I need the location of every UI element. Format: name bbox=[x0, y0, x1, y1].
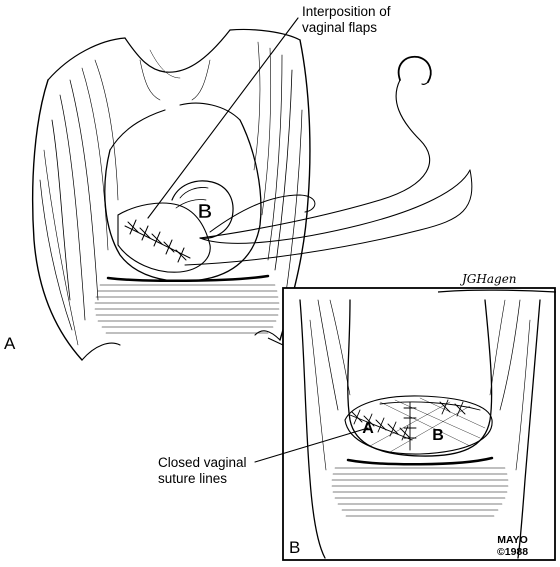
credit-year: ©1988 bbox=[497, 546, 529, 558]
credit-mayo: MAYO bbox=[497, 534, 528, 546]
panel-a-drawing bbox=[31, 17, 473, 361]
label-closed-suture: Closed vaginal suture lines bbox=[158, 455, 247, 487]
artist-signature: JGHagen bbox=[462, 272, 517, 286]
panel-b-drawing bbox=[254, 299, 541, 559]
flap-letters: B A B bbox=[198, 201, 444, 444]
label-interposition: Interposition of vaginal flaps bbox=[302, 4, 391, 36]
label-interposition-line2: vaginal flaps bbox=[302, 20, 378, 35]
label-interposition-line1: Interposition of bbox=[302, 4, 391, 19]
signature-underline bbox=[437, 289, 557, 293]
panel-b-frame bbox=[282, 287, 556, 561]
mayo-credit: MAYO ©1988 bbox=[497, 534, 528, 558]
panel-connector bbox=[267, 337, 284, 346]
panel-a-letter: A bbox=[4, 334, 16, 353]
flap-b-letter: B bbox=[198, 201, 212, 223]
label-closed-line1: Closed vaginal bbox=[158, 455, 247, 470]
label-closed-line2: suture lines bbox=[158, 471, 228, 486]
flap-b-letter-b: B bbox=[432, 427, 444, 444]
flap-a-letter-b: A bbox=[362, 420, 374, 437]
panel-b-letter: B bbox=[289, 538, 301, 557]
